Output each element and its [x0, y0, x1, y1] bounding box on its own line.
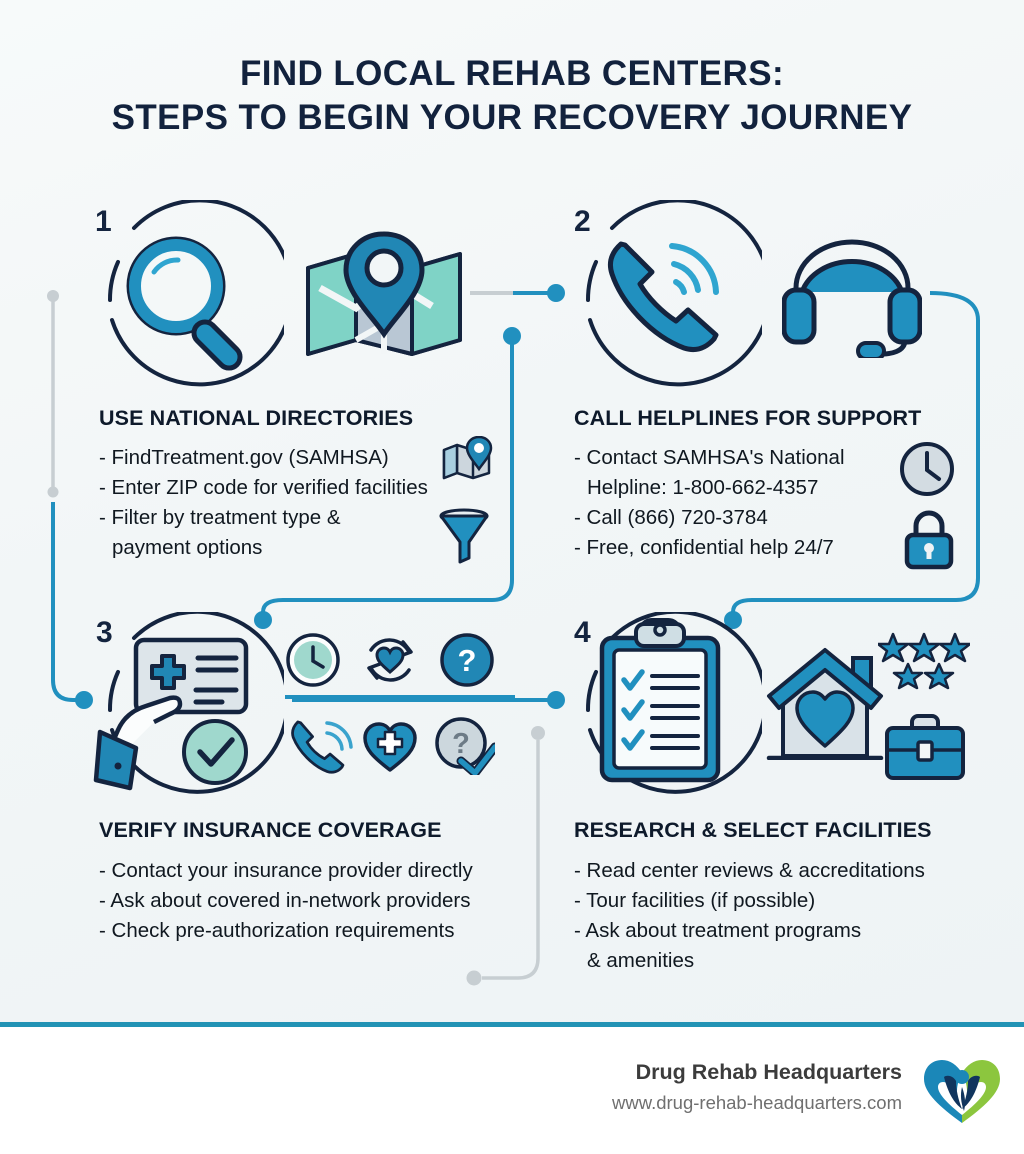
step-4-bullet-2: - Tour facilities (if possible) — [574, 889, 816, 912]
connector-left-blue — [51, 502, 82, 702]
step-4-icon-ring — [585, 612, 762, 794]
magnifier-icon — [126, 236, 243, 371]
heart-plus-icon — [363, 722, 417, 772]
step-2-bullet-2: Helpline: 1-800-662-4357 — [587, 476, 819, 499]
map-pin-small-icon — [465, 436, 493, 472]
step-4-heading: RESEARCH & SELECT FACILITIES — [574, 818, 932, 842]
step-3-number: 3 — [96, 616, 113, 649]
svg-text:?: ? — [452, 728, 470, 760]
briefcase-icon — [885, 714, 965, 780]
step-3-bullet-3: - Check pre-authorization requirements — [99, 919, 455, 942]
map-small-icon — [442, 436, 493, 480]
step-3-bullet-1: - Contact your insurance provider direct… — [99, 859, 473, 882]
step-2-bullet-4: - Free, confidential help 24/7 — [574, 536, 834, 559]
connector-dot-step4-top — [724, 611, 742, 629]
connector-center-to-step3 — [261, 343, 514, 614]
connector-dot-blue-step3 — [75, 691, 93, 709]
step-3-bullet-2: - Ask about covered in-network providers — [99, 889, 471, 912]
footer-website: www.drug-rehab-headquarters.com — [612, 1092, 902, 1113]
step-4-number: 4 — [574, 616, 591, 649]
heart-refresh-icon — [367, 638, 413, 682]
page-title: FIND LOCAL REHAB CENTERS: STEPS TO BEGIN… — [0, 52, 1024, 140]
map-icon — [306, 231, 462, 356]
step-2-bullet-3: - Call (866) 720-3784 — [574, 506, 768, 529]
step-3-heading: VERIFY INSURANCE COVERAGE — [99, 818, 442, 842]
connector-dot-gray-1 — [47, 290, 59, 302]
step-1-icon-ring — [107, 200, 284, 387]
footer-divider — [0, 1022, 1024, 1027]
step-2-number: 2 — [574, 205, 591, 238]
step-3-icon-ring — [93, 612, 284, 794]
step-3-bullets: - Contact your insurance provider direct… — [99, 856, 473, 946]
page-title-line1: FIND LOCAL REHAB CENTERS: — [239, 54, 785, 93]
phone-ringing-icon — [607, 241, 719, 353]
stars-icon — [878, 632, 970, 690]
connector-dot-step4 — [547, 691, 565, 709]
step-3-icon-row-bottom: ? — [291, 717, 495, 775]
step-4-bullets: - Read center reviews & accreditations -… — [574, 856, 925, 976]
step-3-divider-line — [285, 695, 515, 699]
connector-bottom-gray — [482, 740, 540, 980]
step-2-bullets: - Contact SAMHSA's National Helpline: 1-… — [574, 443, 845, 563]
clock-icon — [900, 442, 954, 496]
connector-lines — [47, 284, 980, 986]
step-1-bullets: - FindTreatment.gov (SAMHSA) - Enter ZIP… — [99, 443, 428, 563]
clipboard-checklist-icon — [599, 617, 721, 783]
step-1-bullet-1: - FindTreatment.gov (SAMHSA) — [99, 446, 389, 469]
step-4-bullet-4: & amenities — [587, 949, 695, 972]
connector-dot-gray-2 — [47, 486, 59, 498]
footer — [0, 1027, 1024, 1154]
connector-dot-step3-top — [254, 611, 272, 629]
house-heart-icon — [766, 648, 884, 760]
hand-insurance-card-icon — [93, 637, 249, 791]
footer-brand-name: Drug Rehab Headquarters — [635, 1060, 902, 1084]
lock-icon — [904, 510, 954, 570]
step-4-bullet-1: - Read center reviews & accreditations — [574, 859, 925, 882]
clock-icon — [286, 633, 340, 687]
map-pin-icon — [343, 231, 425, 339]
question-check-icon: ? — [435, 717, 495, 775]
svg-text:?: ? — [458, 643, 477, 678]
step-1-bullet-2: - Enter ZIP code for verified facilities — [99, 476, 428, 499]
check-circle-icon — [182, 719, 248, 785]
headset-icon — [782, 239, 922, 358]
step-1-number: 1 — [95, 205, 112, 238]
step-3-icon-row-top: ? — [286, 633, 494, 687]
question-circle-icon: ? — [440, 633, 494, 687]
heart-people-logo — [924, 1060, 1000, 1123]
page-title-line2: STEPS TO BEGIN YOUR RECOVERY JOURNEY — [111, 98, 913, 137]
step-2-heading: CALL HELPLINES FOR SUPPORT — [574, 406, 922, 430]
connector-dot-step2 — [547, 284, 565, 302]
step-1-bullet-3: - Filter by treatment type & — [99, 506, 341, 529]
step-2-bullet-1: - Contact SAMHSA's National — [574, 446, 845, 469]
connector-dot-gray-3 — [531, 726, 545, 740]
step-1-bullet-4: payment options — [112, 536, 263, 559]
funnel-icon — [439, 508, 489, 564]
connector-right-to-step4 — [731, 291, 980, 614]
step-4-bullet-3: - Ask about treatment programs — [574, 919, 862, 942]
connector-dot-gray-4 — [466, 970, 482, 986]
connector-dot-center — [503, 327, 521, 345]
step-2-icon-ring — [585, 200, 762, 387]
phone-waves-icon — [291, 720, 353, 774]
step-1-heading: USE NATIONAL DIRECTORIES — [99, 406, 414, 430]
